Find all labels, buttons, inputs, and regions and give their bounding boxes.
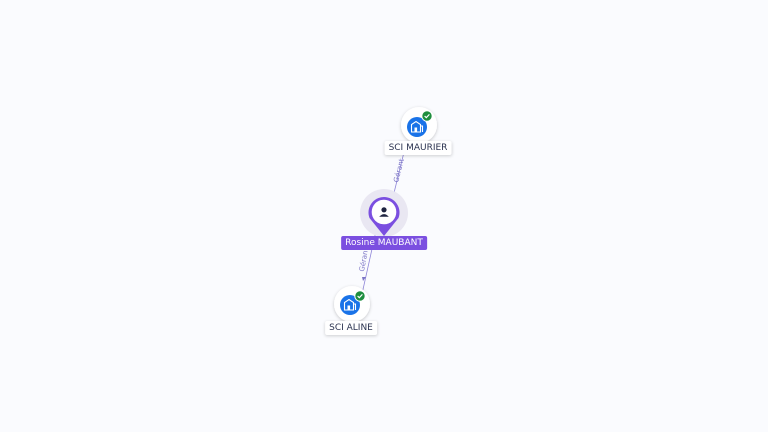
check-icon — [421, 110, 433, 122]
person-icon — [379, 207, 389, 217]
edge-label-bottom: Gérant — [358, 247, 370, 272]
check-icon — [354, 290, 366, 302]
edge-arrow-icon — [362, 277, 366, 281]
person-label[interactable]: Rosine MAUBANT — [341, 236, 427, 250]
company-label-sci-aline[interactable]: SCI ALINE — [325, 321, 377, 335]
company-label-sci-maurier[interactable]: SCI MAURIER — [384, 141, 452, 155]
building-icon — [340, 295, 360, 315]
company-node-sci-aline[interactable] — [334, 286, 370, 322]
company-node-sci-maurier[interactable] — [401, 107, 437, 143]
person-node[interactable] — [360, 189, 408, 237]
edge-label-top: Gérant — [392, 158, 406, 184]
building-icon — [407, 117, 427, 137]
